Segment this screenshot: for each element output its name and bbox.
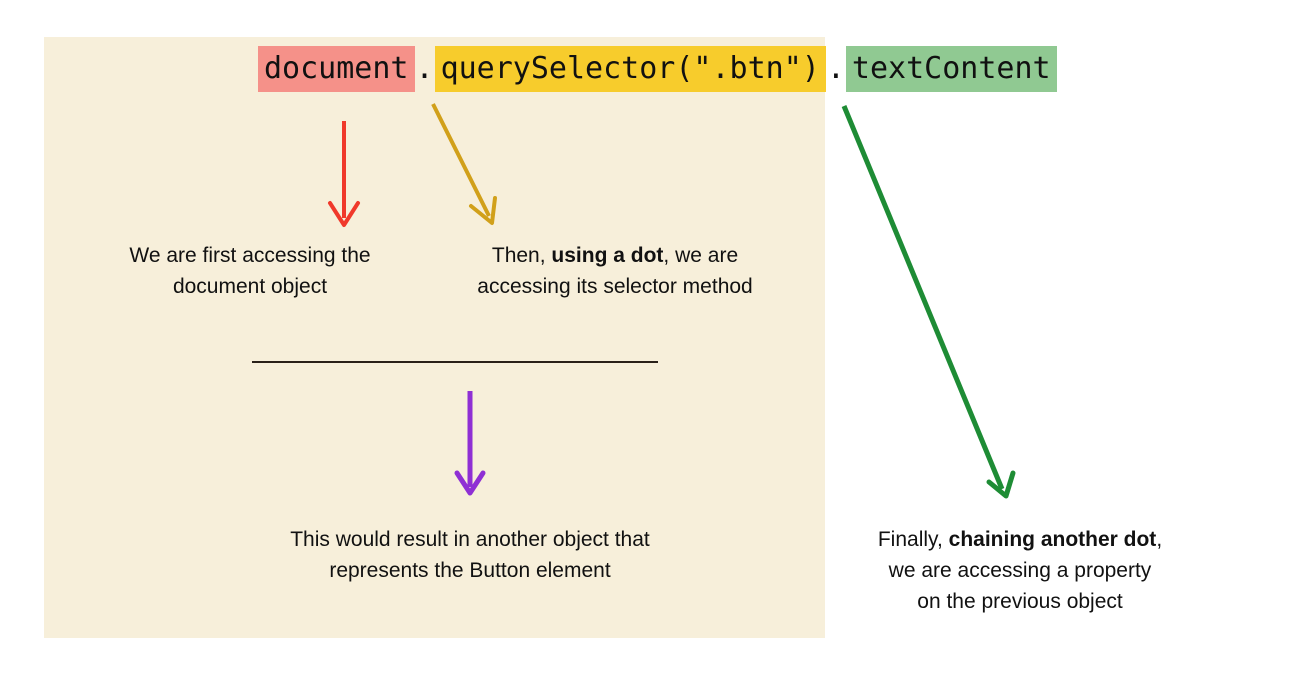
note-result-object: This would result in another object that… [190, 524, 750, 586]
note-textcontent-part-2: , [1156, 528, 1163, 551]
horizontal-divider-rule [252, 361, 658, 363]
note-textcontent-bold: chaining another dot [948, 528, 1157, 551]
note-textcontent-part-1: Finally, [877, 528, 949, 551]
green-arrow-icon [841, 105, 1016, 499]
note-queryselector: Then, using a dot, we are accessing its … [425, 240, 805, 302]
code-segment-textcontent: textContent [845, 46, 1057, 92]
note-queryselector-part-2: , we are [663, 244, 739, 267]
note-textcontent-line-3: on the previous object [917, 590, 1123, 613]
note-document-line-1: We are first accessing the [129, 244, 371, 267]
note-textcontent-line-2: we are accessing a property [888, 559, 1152, 582]
code-segment-document: document [258, 46, 415, 92]
code-segment-dot-1: . [415, 51, 434, 86]
note-document-line-2: document object [172, 275, 328, 298]
code-segment-queryselector: querySelector(".btn") [434, 46, 826, 92]
note-textcontent: Finally, chaining another dot, we are ac… [840, 524, 1200, 617]
note-document: We are first accessing the document obje… [80, 240, 420, 302]
note-queryselector-line-2: accessing its selector method [477, 275, 753, 298]
code-expression: document.querySelector(".btn").textConte… [258, 46, 1057, 92]
note-queryselector-part-1: Then, [491, 244, 552, 267]
code-segment-dot-2: . [826, 51, 845, 86]
note-result-object-line-2: represents the Button element [329, 559, 611, 582]
note-result-object-line-1: This would result in another object that [290, 528, 650, 551]
note-queryselector-bold: using a dot [551, 244, 664, 267]
